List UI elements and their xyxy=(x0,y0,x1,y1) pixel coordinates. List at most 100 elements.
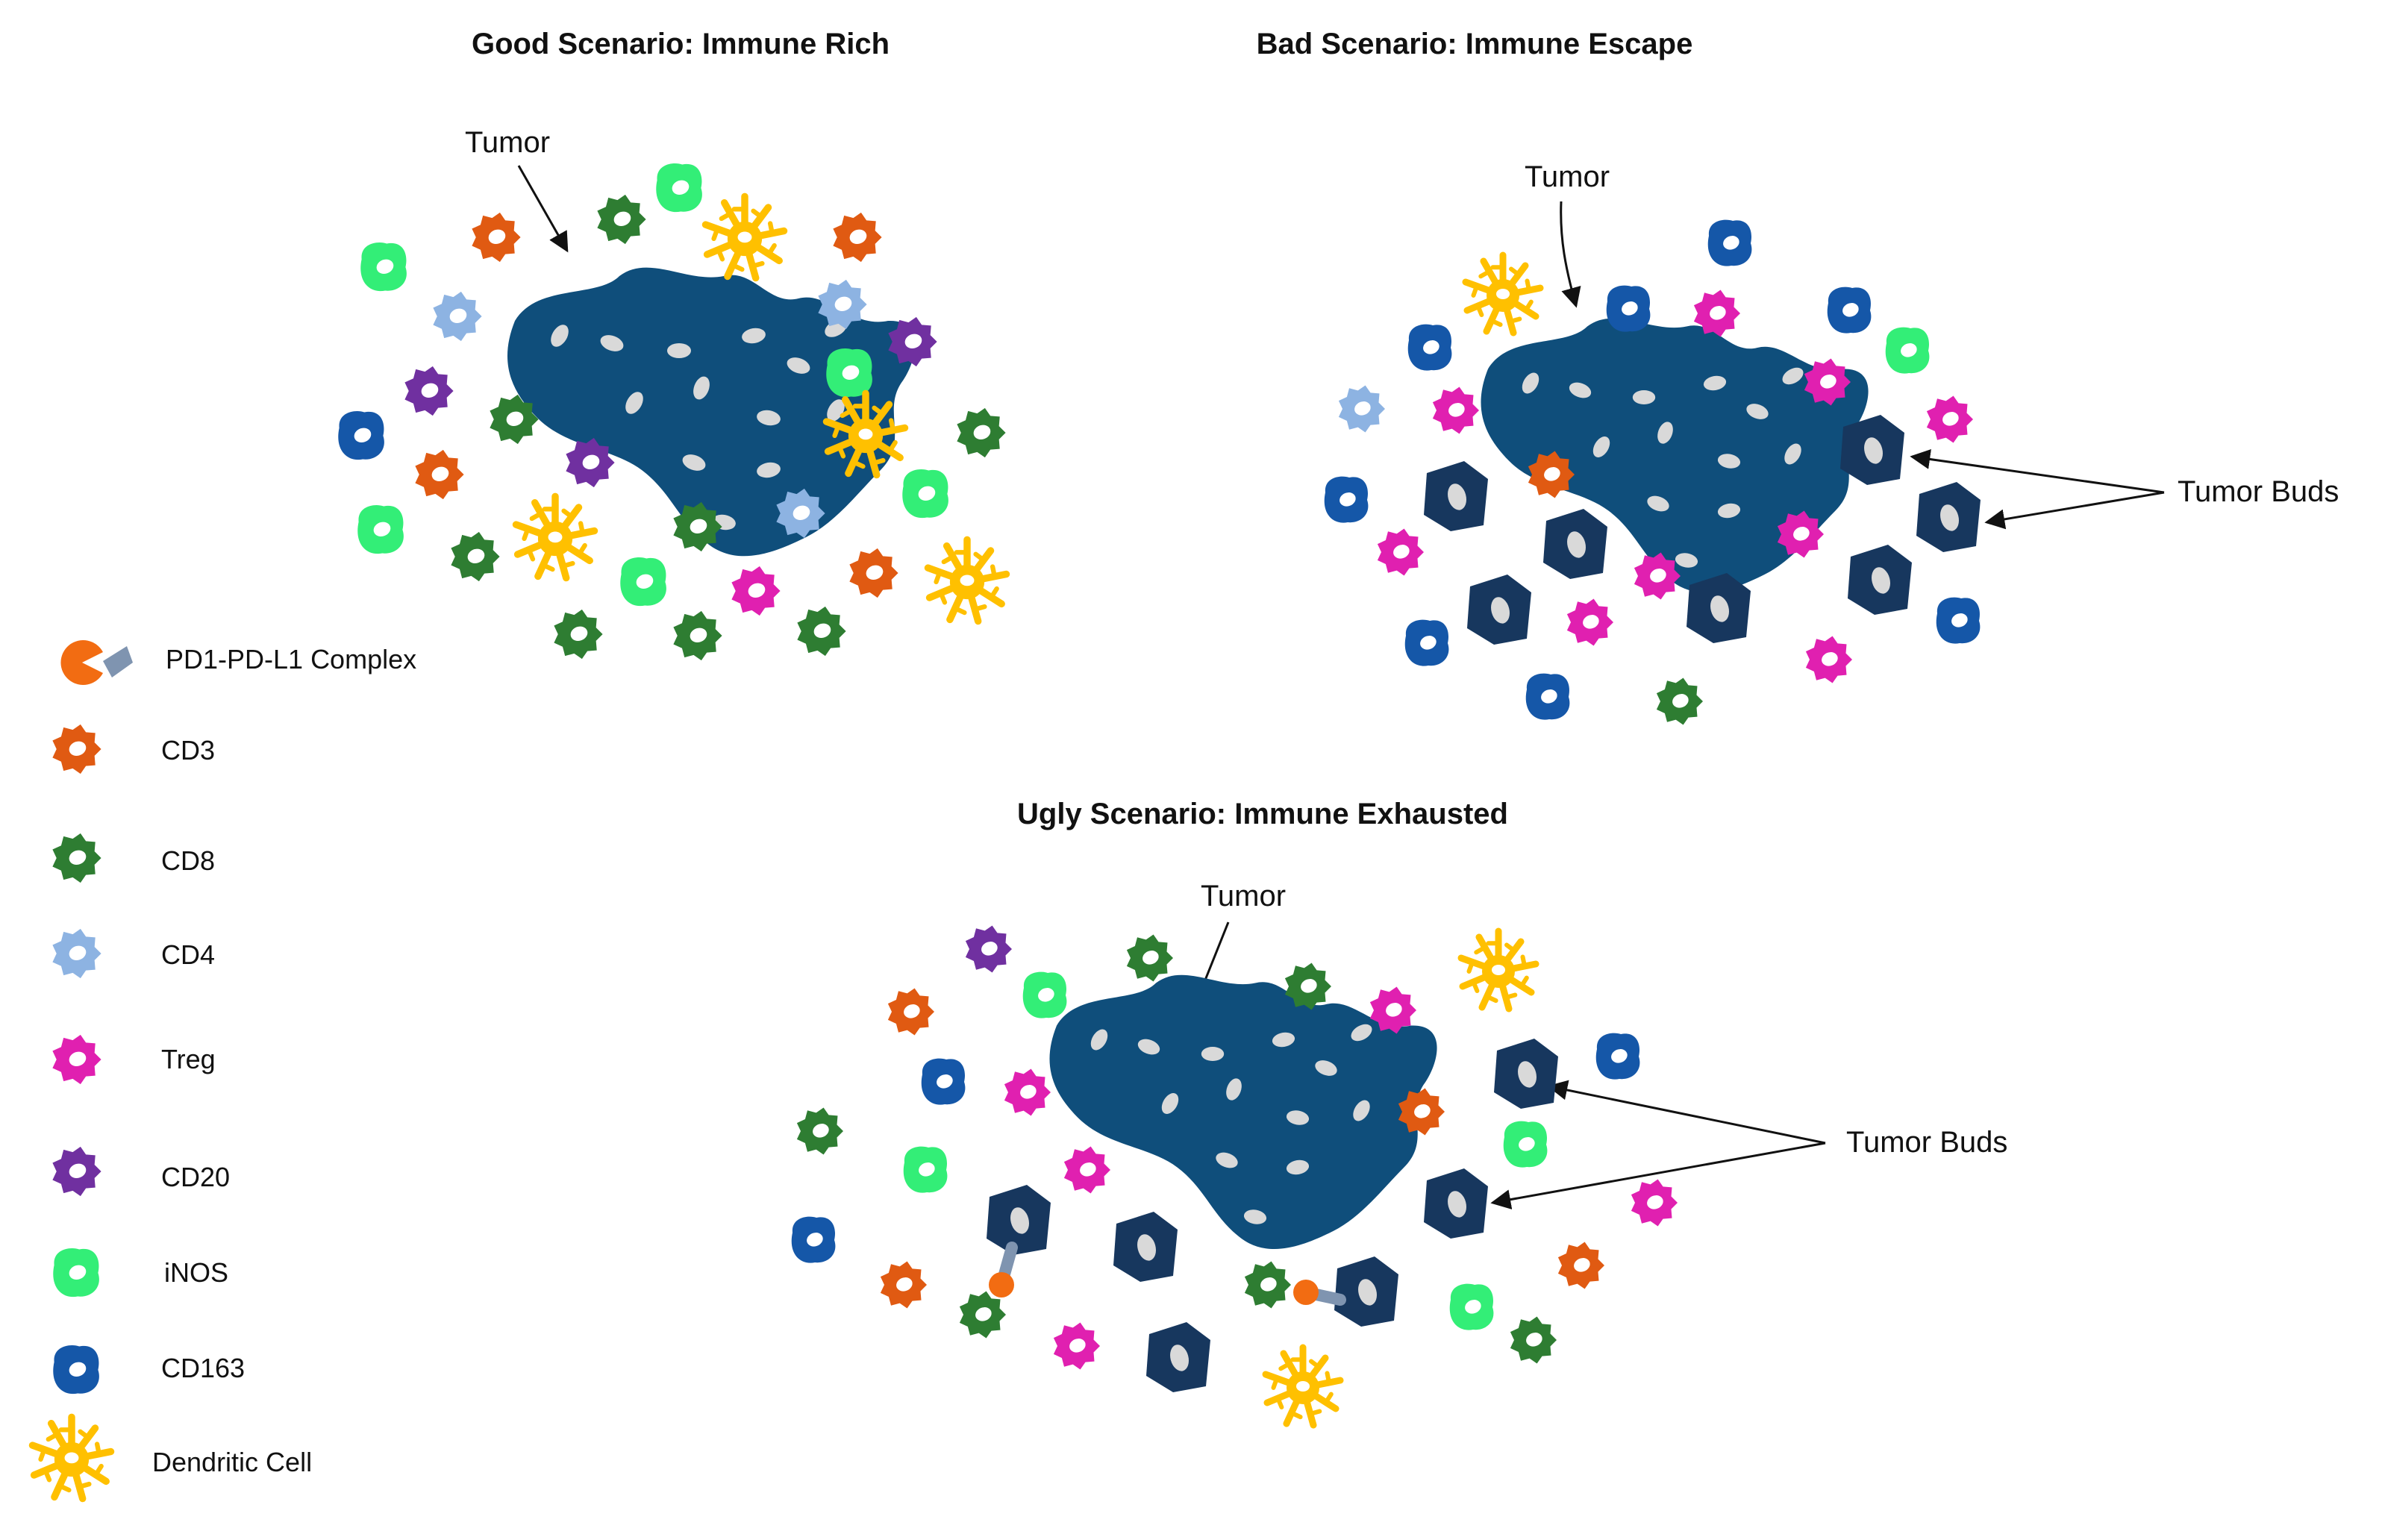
cd8-cell xyxy=(597,194,646,245)
cd163-cell xyxy=(1407,324,1452,371)
tumor-bud xyxy=(1113,1212,1178,1282)
cd8-cell xyxy=(554,609,603,660)
tumor-bud xyxy=(1146,1322,1210,1392)
tumor-bud xyxy=(1467,575,1531,645)
pd1-pdl1-complex xyxy=(1293,1280,1346,1306)
bad-buds-arrow-1 xyxy=(1910,449,2165,494)
inos-cell xyxy=(826,348,872,398)
legend-label-inos: iNOS xyxy=(164,1257,228,1288)
legend-label-cd3: CD3 xyxy=(161,735,215,766)
cd20-cell xyxy=(404,366,454,416)
cd163-cell xyxy=(921,1058,966,1105)
inos-cell xyxy=(902,469,948,519)
ugly-buds-arrow-2 xyxy=(1490,1142,1826,1209)
inos-cell xyxy=(1503,1121,1548,1168)
treg-cell xyxy=(1369,986,1416,1034)
pd1-pdl1-complex-icon xyxy=(60,640,133,685)
inos-cell xyxy=(903,1146,948,1193)
legend-label-pd1-pdl1: PD1-PD-L1 Complex xyxy=(166,644,416,674)
cd3-cell-icon xyxy=(52,724,101,774)
cd8-cell xyxy=(1656,677,1703,725)
legend-label-treg: Treg xyxy=(161,1044,216,1074)
treg-cell xyxy=(1004,1068,1051,1116)
cd163-cell xyxy=(1606,285,1651,332)
cd4-cell xyxy=(433,291,482,342)
cd8-cell xyxy=(1284,962,1331,1010)
cd163-cell-icon xyxy=(53,1345,99,1395)
tumor-bud xyxy=(1424,1168,1488,1239)
bad-tumor-label: Tumor xyxy=(1525,160,1610,193)
treg-cell xyxy=(731,566,781,616)
cd3-cell xyxy=(880,1261,927,1309)
ugly-tumor xyxy=(1049,974,1437,1250)
bad-scenario-title: Bad Scenario: Immune Escape xyxy=(1257,28,1693,60)
treg-cell xyxy=(1634,552,1681,600)
tumor-bud xyxy=(1424,461,1488,531)
legend-label-dendritic: Dendritic Cell xyxy=(152,1447,312,1477)
cd8-cell xyxy=(490,394,539,445)
ugly-buds-arrow-1 xyxy=(1547,1080,1826,1145)
tumor-bud xyxy=(1916,482,1981,552)
treg-cell xyxy=(1926,395,1973,443)
bad-tumor-buds-label: Tumor Buds xyxy=(2178,475,2339,508)
cd163-cell xyxy=(791,1216,836,1263)
tumor-bud xyxy=(1840,415,1904,485)
treg-cell xyxy=(1805,636,1852,683)
ugly-tumor-label: Tumor xyxy=(1201,880,1286,913)
inos-cell-icon xyxy=(53,1248,99,1298)
dendritic-cell-icon xyxy=(28,1413,115,1503)
inos-cell xyxy=(357,505,404,554)
treg-cell xyxy=(1566,598,1613,646)
cd8-cell xyxy=(1244,1261,1291,1309)
cd3-cell xyxy=(1398,1088,1445,1136)
treg-cell xyxy=(1693,289,1740,337)
treg-cell xyxy=(1063,1146,1110,1194)
good-tumor-label: Tumor xyxy=(465,126,550,159)
ugly-scenario-title: Ugly Scenario: Immune Exhausted xyxy=(1017,798,1508,830)
cd20-cell xyxy=(566,437,615,488)
cd3-cell xyxy=(472,212,521,263)
cd3-cell xyxy=(833,212,882,263)
cd163-cell xyxy=(1827,287,1872,334)
dendritic-cell xyxy=(1457,927,1539,1012)
cell-shapes xyxy=(28,163,1981,1503)
legend-label-cd163: CD163 xyxy=(161,1353,245,1383)
cd163-cell xyxy=(1324,476,1369,523)
inos-cell xyxy=(656,163,702,213)
cd163-cell xyxy=(1404,619,1449,666)
cd163-cell xyxy=(338,411,384,460)
treg-cell-icon xyxy=(52,1034,101,1085)
cd3-cell xyxy=(849,548,898,598)
dendritic-cell xyxy=(1262,1344,1344,1429)
cd4-cell xyxy=(1338,385,1385,433)
inos-cell xyxy=(1022,971,1067,1018)
cd20-cell xyxy=(888,316,937,367)
tumor-bud xyxy=(1494,1039,1558,1109)
bad-tumor-arrow xyxy=(1560,201,1581,308)
treg-cell xyxy=(1432,386,1479,434)
good-tumor-arrow xyxy=(517,165,569,253)
good-scenario-title: Good Scenario: Immune Rich xyxy=(472,28,890,60)
legend-label-cd8: CD8 xyxy=(161,845,215,876)
cd163-cell xyxy=(1707,219,1752,266)
cd8-cell xyxy=(797,606,846,657)
tumor-bud xyxy=(1543,509,1607,579)
cd163-cell xyxy=(1936,597,1981,644)
inos-cell xyxy=(1449,1283,1494,1330)
treg-cell xyxy=(1804,358,1851,406)
cd8-cell xyxy=(1510,1316,1557,1364)
cd8-cell xyxy=(796,1107,843,1155)
dendritic-cell xyxy=(701,192,788,282)
cd3-cell xyxy=(1528,451,1575,498)
bad-buds-arrow-2 xyxy=(1984,491,2165,530)
cd4-cell xyxy=(818,279,867,330)
treg-cell xyxy=(1377,528,1424,576)
cd3-cell xyxy=(1557,1242,1604,1289)
legend-label-cd4: CD4 xyxy=(161,939,215,970)
good-tumor xyxy=(507,267,916,557)
cd163-cell xyxy=(1595,1033,1640,1080)
cd8-cell xyxy=(1126,934,1173,982)
treg-cell xyxy=(1631,1179,1678,1227)
treg-cell xyxy=(1053,1322,1100,1370)
